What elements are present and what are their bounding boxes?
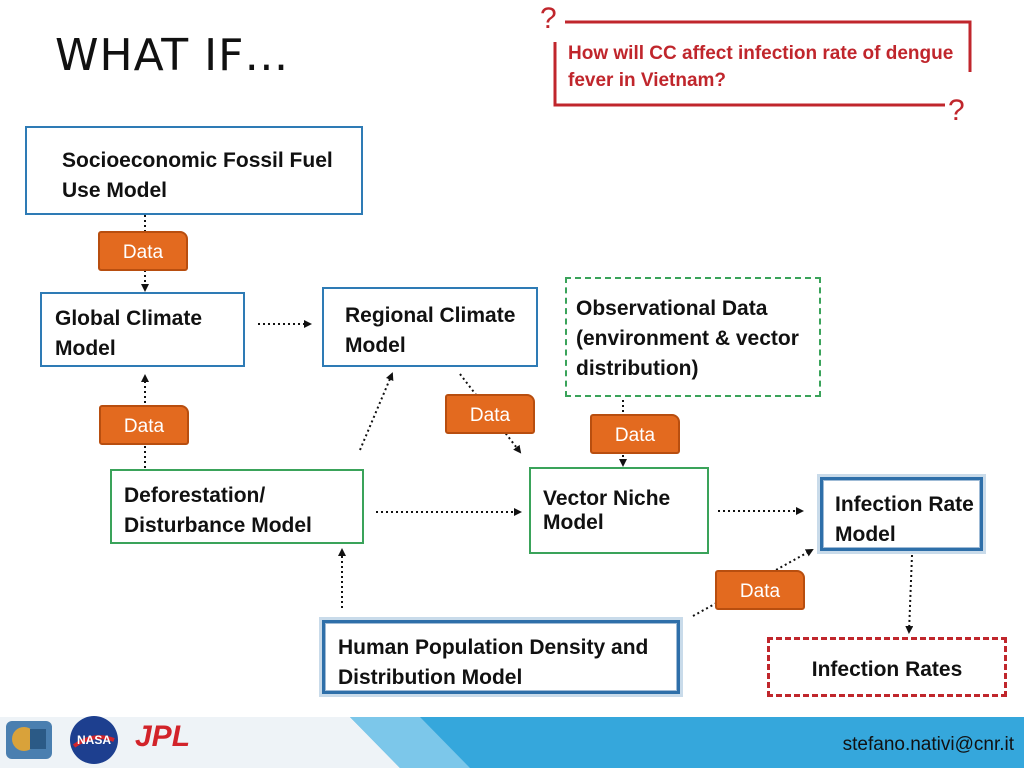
- jpl-logo-text: JPL: [135, 720, 190, 753]
- arrow-deforest-to-rcm: [359, 372, 394, 451]
- nasa-logo: NASA: [68, 714, 120, 766]
- box-observational-data: Observational Data (environment & vector…: [565, 277, 821, 397]
- box-regional-climate-model: Regional Climate Model: [322, 287, 538, 367]
- box-deforestation-label: Deforestation/ Disturbance Model: [124, 484, 312, 537]
- box-regional-climate-label: Regional Climate Model: [345, 304, 516, 357]
- cnr-iia-logo: [4, 717, 54, 763]
- box-deforestation-model: Deforestation/ Disturbance Model: [110, 469, 364, 544]
- footer-email: stefano.nativi@cnr.it: [842, 734, 1014, 755]
- box-human-population-model: Human Population Density and Distributio…: [322, 620, 680, 694]
- jpl-logo: JPL: [133, 718, 208, 754]
- arrow-infection-to-rates: [905, 554, 914, 634]
- box-socioeconomic-model: Socioeconomic Fossil Fuel Use Model: [25, 126, 363, 215]
- box-observational-label: Observational Data (environment & vector…: [576, 297, 799, 380]
- box-socioeconomic-label: Socioeconomic Fossil Fuel Use Model: [62, 149, 333, 202]
- box-human-population-label: Human Population Density and Distributio…: [338, 636, 649, 689]
- box-global-climate-label: Global Climate Model: [55, 307, 203, 360]
- box-vector-niche-label: Vector Niche Model: [543, 487, 671, 534]
- data-tag-human: Data: [715, 570, 805, 610]
- question-mark-bottom: ?: [948, 94, 965, 127]
- data-tag-socio: Data: [98, 231, 188, 271]
- nasa-logo-text: NASA: [77, 733, 111, 747]
- question-text: How will CC affect infection rate of den…: [568, 43, 954, 91]
- data-tag-regional: Data: [445, 394, 535, 434]
- data-tag-deforestation: Data: [99, 405, 189, 445]
- box-global-climate-model: Global Climate Model: [40, 292, 245, 367]
- data-tag-observational: Data: [590, 414, 680, 454]
- box-infection-rate-model-label: Infection Rate Model: [835, 493, 974, 546]
- box-infection-rates-label: Infection Rates: [811, 658, 963, 681]
- box-vector-niche-model: Vector Niche Model: [529, 467, 709, 554]
- arrow-rcm-to-vector: [459, 373, 522, 454]
- box-infection-rates: Infection Rates: [767, 637, 1007, 697]
- box-infection-rate-model: Infection Rate Model: [820, 477, 983, 551]
- question-mark-top: ?: [540, 2, 557, 35]
- slide-title: WHAT IF…: [55, 30, 290, 81]
